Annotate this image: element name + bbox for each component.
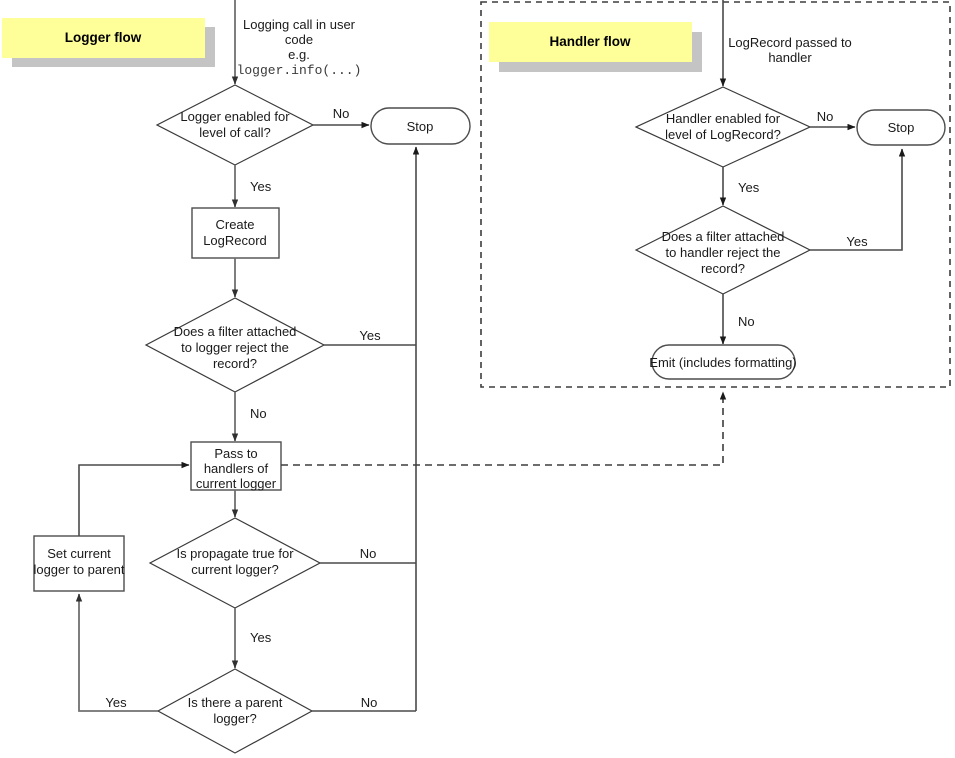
edge-label-logger-enabled-yes: Yes [250, 179, 272, 194]
node-handler-stop: Stop [856, 109, 946, 146]
handler-flow-container [480, 1, 951, 388]
node-set-parent-line1: Set current [47, 546, 111, 561]
node-logger-enabled-line2: level of call? [199, 125, 271, 140]
node-has-parent: Is there a parent logger? [156, 668, 314, 754]
node-is-propagate: Is propagate true for current logger? [148, 517, 322, 609]
logger-entry-caption-line2: code [285, 32, 313, 47]
edge-label-handler-enabled-no: No [817, 109, 834, 124]
edge-pass-to-handler-flow-dashed [281, 391, 727, 466]
node-handler-filter-line2: to handler reject the [666, 245, 781, 260]
logger-entry-caption-line1: Logging call in user [243, 17, 356, 32]
node-handler-enabled-line1: Handler enabled for [666, 111, 781, 126]
node-logger-filter-line3: record? [213, 356, 257, 371]
node-handler-filter-line3: record? [701, 261, 745, 276]
node-pass-to-handlers-line1: Pass to [214, 446, 257, 461]
logger-banner-body [2, 18, 205, 58]
edge-handler-filter-yes [810, 148, 906, 251]
node-logger-filter-line1: Does a filter attached [174, 324, 297, 339]
node-create-logrecord: Create LogRecord [191, 207, 280, 259]
node-has-parent-line1: Is there a parent [188, 695, 283, 710]
logger-entry-caption-line3: e.g. [288, 47, 310, 62]
edge-label-is-propagate-yes: Yes [250, 630, 272, 645]
edge-label-logger-filter-no: No [250, 406, 267, 421]
node-logger-enabled-line1: Logger enabled for [180, 109, 290, 124]
edge-label-handler-filter-yes: Yes [846, 234, 868, 249]
handler-entry-caption-line1: LogRecord passed to [728, 35, 852, 50]
edge-set-parent-to-pass [78, 461, 190, 536]
node-logger-enabled: Logger enabled for level of call? [155, 84, 315, 166]
node-handler-filter-line1: Does a filter attached [662, 229, 785, 244]
edge-label-logger-filter-yes: Yes [359, 328, 381, 343]
node-emit: Emit (includes formatting) [649, 344, 797, 380]
node-is-propagate-line1: Is propagate true for [176, 546, 294, 561]
node-create-logrecord-line1: Create [215, 217, 254, 232]
node-handler-enabled: Handler enabled for level of LogRecord? [634, 86, 812, 168]
node-pass-to-handlers-line2: handlers of [204, 461, 269, 476]
node-set-parent-line2: logger to parent [33, 562, 124, 577]
logger-flow-banner-label: Logger flow [65, 30, 142, 45]
edge-label-is-propagate-no: No [360, 546, 377, 561]
handler-flow-banner-label: Handler flow [549, 34, 631, 49]
node-is-propagate-line2: current logger? [191, 562, 278, 577]
node-handler-stop-label: Stop [888, 120, 915, 135]
handler-entry-caption: LogRecord passed to handler [728, 35, 852, 65]
logger-entry-caption: Logging call in user code e.g. logger.in… [237, 17, 362, 78]
logger-flow-banner: Logger flow [2, 18, 215, 67]
node-emit-label: Emit (includes formatting) [649, 355, 796, 370]
node-create-logrecord-line2: LogRecord [203, 233, 267, 248]
logger-entry-caption-code: logger.info(...) [237, 63, 362, 78]
node-handler-enabled-line2: level of LogRecord? [665, 127, 781, 142]
node-logger-stop-label: Stop [407, 119, 434, 134]
handler-entry-caption-line2: handler [768, 50, 812, 65]
node-pass-to-handlers-line3: current logger [196, 476, 277, 491]
handler-flow-banner: Handler flow [489, 22, 702, 72]
edge-has-parent-yes [75, 593, 158, 712]
node-has-parent-line2: logger? [213, 711, 256, 726]
edge-label-handler-enabled-yes: Yes [738, 180, 760, 195]
node-logger-filter: Does a filter attached to logger reject … [144, 297, 326, 393]
edge-label-logger-enabled-no: No [333, 106, 350, 121]
node-handler-filter: Does a filter attached to handler reject… [634, 205, 812, 295]
edge-label-handler-filter-no: No [738, 314, 755, 329]
node-set-parent: Set current logger to parent [33, 535, 125, 592]
handler-banner-body [489, 22, 692, 62]
node-logger-stop: Stop [370, 107, 471, 145]
edge-label-has-parent-yes: Yes [105, 695, 127, 710]
node-logger-filter-line2: to logger reject the [181, 340, 289, 355]
node-pass-to-handlers: Pass to handlers of current logger [190, 441, 282, 491]
edge-label-has-parent-no: No [361, 695, 378, 710]
